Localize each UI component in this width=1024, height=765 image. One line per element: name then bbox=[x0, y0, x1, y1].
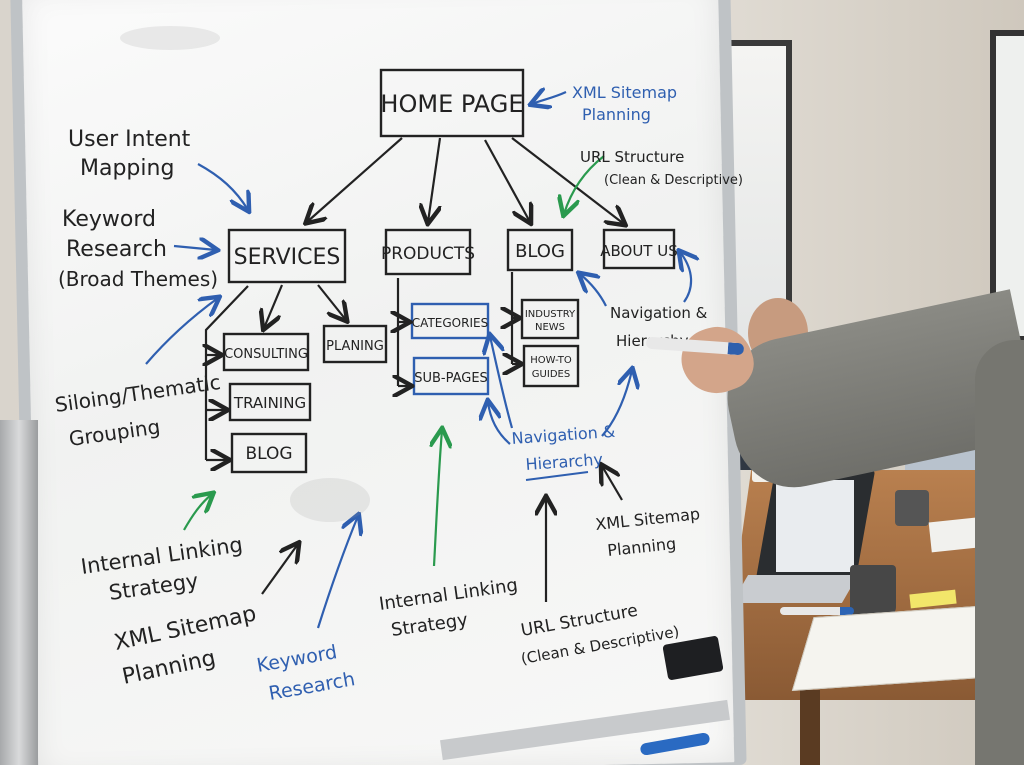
how-to-box bbox=[522, 344, 580, 388]
internal-linking-mid-text-1: Internal Linking bbox=[378, 575, 519, 615]
home-page-box bbox=[379, 68, 525, 138]
about-us-box bbox=[602, 228, 676, 270]
internal-linking-left-text-2: Strategy bbox=[107, 569, 199, 605]
keyword-research-bottom-text-2: Research bbox=[267, 668, 357, 705]
blog-label: BLOG bbox=[515, 241, 565, 262]
consulting-label: CONSULTING bbox=[224, 347, 308, 362]
products-label: PRODUCTS bbox=[381, 244, 475, 264]
xml-sitemap-top-text-1: XML Sitemap bbox=[572, 83, 677, 102]
presenter-torso bbox=[975, 340, 1024, 765]
nav-hier-mid-text-1: Navigation & bbox=[511, 422, 616, 448]
how-to-label-1: HOW-TO bbox=[530, 355, 572, 366]
sub-pages-label: SUB-PAGES bbox=[414, 371, 488, 386]
services-label: SERVICES bbox=[234, 245, 341, 270]
categories-label: CATEGORIES bbox=[412, 316, 488, 330]
xml-sitemap-left-text-2: Planning bbox=[120, 646, 218, 690]
nav-hier-right-text-1: Navigation & bbox=[610, 304, 708, 322]
table-leg bbox=[800, 690, 820, 765]
coffee-mug bbox=[850, 565, 896, 617]
planing-box bbox=[322, 324, 388, 364]
keyword-research-text-2: Research bbox=[66, 237, 167, 262]
marker-on-table bbox=[780, 607, 854, 615]
how-to-label-2: GUIDES bbox=[532, 369, 570, 380]
about-us-label: ABOUT US bbox=[600, 242, 678, 260]
internal-linking-mid-text-2: Strategy bbox=[390, 609, 470, 641]
xml-sitemap-right-text-2: Planning bbox=[606, 534, 677, 560]
industry-news-label-2: NEWS bbox=[535, 322, 565, 333]
keyword-research-bottom-text-1: Keyword bbox=[255, 641, 339, 677]
products-box bbox=[384, 228, 472, 276]
xml-sitemap-top-text-2: Planning bbox=[582, 105, 651, 124]
url-structure-top-text-2: (Clean & Descriptive) bbox=[604, 173, 743, 188]
keyword-research-text-3: (Broad Themes) bbox=[58, 267, 218, 291]
planing-label: PLANING bbox=[326, 339, 384, 354]
training-label: TRAINING bbox=[233, 394, 306, 412]
keyword-research-text-1: Keyword bbox=[62, 207, 156, 232]
user-intent-text-2: Mapping bbox=[80, 156, 174, 181]
xml-sitemap-left-text-1: XML Sitemap bbox=[112, 601, 258, 655]
industry-news-label-1: INDUSTRY bbox=[525, 309, 576, 320]
services-box bbox=[227, 228, 347, 284]
coffee-mug-back bbox=[895, 490, 929, 526]
internal-linking-left-text-1: Internal Linking bbox=[79, 532, 244, 578]
nav-hier-mid-text-2: Hierarchy bbox=[525, 450, 603, 474]
blog-sub-label: BLOG bbox=[245, 444, 292, 464]
url-structure-top-text-1: URL Structure bbox=[580, 148, 684, 166]
xml-sitemap-right-text-1: XML Sitemap bbox=[594, 504, 700, 534]
siloing-text-1: Siloing/Thematic bbox=[53, 370, 222, 417]
blog-box bbox=[506, 228, 574, 272]
whiteboard-stand bbox=[0, 420, 38, 765]
user-intent-text-1: User Intent bbox=[68, 127, 191, 152]
home-page-label: HOME PAGE bbox=[380, 90, 523, 118]
laptop-screen bbox=[776, 480, 854, 572]
siloing-text-2: Grouping bbox=[67, 414, 161, 451]
